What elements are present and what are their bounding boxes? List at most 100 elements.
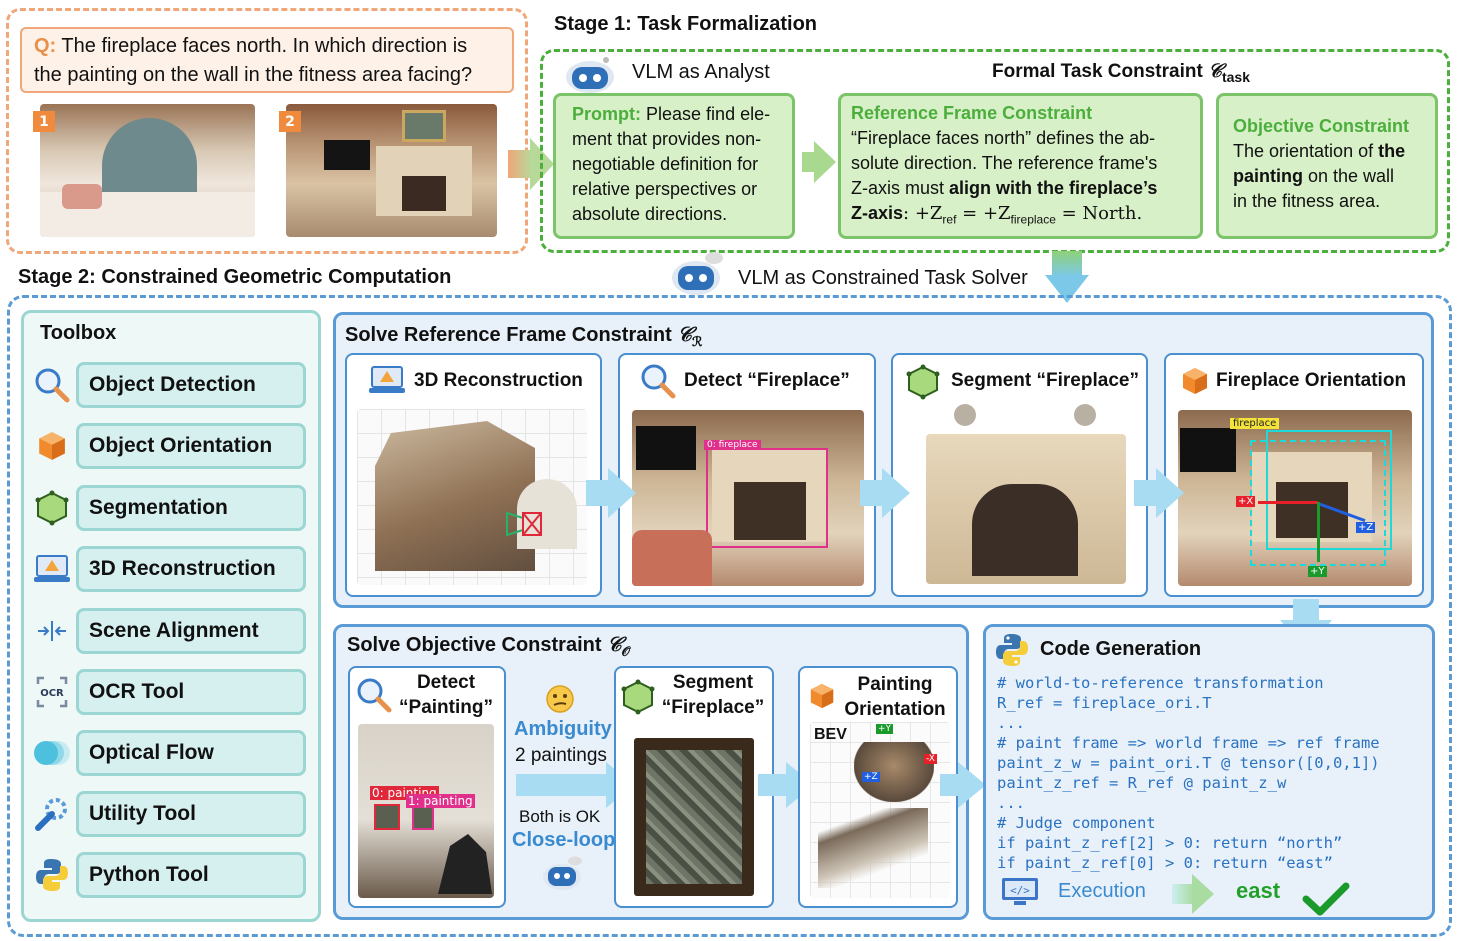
checkmark-icon: [1302, 882, 1350, 916]
analyst-label: VLM as Analyst: [632, 61, 770, 83]
tool-segmentation[interactable]: Segmentation: [76, 485, 306, 531]
painting-canvas: [646, 750, 742, 884]
step-fireplace-orientation-label: Fireplace Orientation: [1216, 370, 1407, 391]
reference-constraint-box: [838, 93, 1203, 239]
flow-arrow-1-head: [608, 468, 636, 518]
obj-detect-image: 0: painting 1: painting: [358, 724, 494, 898]
orientation-tag: fireplace: [1230, 418, 1280, 429]
detect-fireplace-tag: 0: fireplace: [704, 440, 761, 450]
question-text: Q: The fireplace faces north. In which d…: [34, 32, 509, 90]
svg-text:</>: </>: [1010, 884, 1030, 897]
formal-constraint-title: Formal Task Constraint 𝒞task: [992, 60, 1250, 85]
axis-y-label: +Y: [1308, 566, 1327, 577]
execution-arrow: [1172, 884, 1194, 904]
both-ok-label: Both is OK: [519, 807, 601, 826]
code-comment-line: # world-to-reference transformation: [997, 674, 1324, 692]
objective-constraint-box: [1216, 93, 1438, 239]
execution-icon: </>: [1000, 876, 1040, 908]
stage1-title: Stage 1: Task Formalization: [554, 13, 818, 35]
close-loop-robot-icon: [540, 856, 584, 892]
flow-circles-icon: [32, 734, 72, 772]
robot-icon: [562, 55, 618, 95]
axis-y-line: [1317, 502, 1320, 562]
code-comment-line: # paint frame => world frame => ref fram…: [997, 734, 1380, 752]
magnifier-icon: [640, 363, 676, 399]
obj-segment-cube-icon: [620, 679, 656, 715]
bev-pointcloud-bottom: [818, 808, 928, 888]
execution-label: Execution: [1058, 880, 1146, 902]
room-image-2-firebox: [402, 176, 446, 211]
flow-arrow-1: [586, 480, 610, 506]
obj-segment-image: [634, 738, 754, 896]
stage2-panel: [7, 295, 1452, 937]
bev-axis-x: -X: [924, 754, 937, 764]
room-image-2-painting: [402, 110, 446, 142]
painting-0: [374, 804, 400, 830]
obj-arrow-3: [940, 774, 960, 796]
tool-utility-tool[interactable]: Utility Tool: [76, 791, 306, 837]
step-detect-fireplace-label: Detect “Fireplace”: [684, 370, 850, 391]
axis-x-label: +X: [1236, 496, 1256, 507]
tool-label: Object Orientation: [89, 434, 273, 457]
code-panel: [983, 624, 1435, 920]
tool-python-tool[interactable]: Python Tool: [76, 852, 306, 898]
code-line: if paint_z_ref[2] > 0: return “north”: [997, 834, 1343, 852]
prompt-box: [553, 93, 795, 239]
align-arrows-icon: [32, 612, 72, 650]
execution-arrow-head: [1192, 874, 1214, 914]
question-panel: [6, 8, 528, 254]
formal-sub: task: [1221, 68, 1250, 85]
ambiguity-label: Ambiguity: [514, 718, 612, 740]
code-line: if paint_z_ref[0] > 0: return “east”: [997, 854, 1333, 872]
detect-tv: [636, 426, 696, 470]
bev-axis-z: +Z: [862, 772, 880, 782]
reference-constraint-text: Reference Frame Constraint “Fireplace fa…: [851, 103, 1158, 227]
flow-arrow-2: [860, 480, 884, 506]
python-icon: [994, 632, 1030, 668]
stage1-panel: [540, 49, 1450, 253]
image-badge-2: 2: [279, 111, 301, 132]
tool-ocr-tool[interactable]: OCR Tool: [76, 669, 306, 715]
obj-magnifier-icon: [356, 677, 392, 713]
axis-z-label: +Z: [1356, 522, 1376, 533]
tool-label: 3D Reconstruction: [89, 557, 276, 580]
bev-axis-y: +Y: [876, 724, 894, 734]
segment-vase-right: [1074, 404, 1096, 426]
flow-arrow-3: [1134, 480, 1158, 506]
bev-image: BEV +Y -X +Z: [810, 722, 950, 898]
orientation-3d-box-back: [1266, 430, 1392, 550]
obj-orientation-label: Painting Orientation: [844, 674, 946, 720]
orientation-image: fireplace +X +Z +Y: [1178, 410, 1412, 586]
detect-chair: [632, 530, 712, 586]
magnifier-icon: [32, 366, 72, 404]
prompt-text: Prompt: Please find ele- ment that provi…: [572, 104, 771, 224]
detect-fireplace-image: 0: fireplace: [632, 410, 864, 586]
camera-frustum-icon: [506, 511, 542, 537]
tool-scene-alignment[interactable]: Scene Alignment: [76, 608, 306, 654]
tool-label: Scene Alignment: [89, 619, 259, 642]
result-label: east: [1236, 878, 1281, 903]
tool-label: Python Tool: [89, 863, 209, 886]
tool-optical-flow[interactable]: Optical Flow: [76, 730, 306, 776]
code-title: Code Generation: [1040, 638, 1202, 660]
cube-icon: [32, 427, 72, 465]
gym-equipment: [438, 834, 492, 894]
painting-tag-1: 1: painting: [406, 794, 475, 808]
down-arrow: [1052, 251, 1082, 277]
code-line: ...: [997, 714, 1025, 732]
segment-fireplace-image: [910, 404, 1140, 586]
tool-3d-reconstruction[interactable]: 3D Reconstruction: [76, 546, 306, 592]
question-box: [20, 27, 514, 93]
two-paintings-label: 2 paintings: [515, 745, 607, 766]
segment-cube-icon: [905, 364, 941, 400]
tool-object-orientation[interactable]: Object Orientation: [76, 423, 306, 469]
tool-label: Segmentation: [89, 496, 228, 519]
toolbox-title: Toolbox: [40, 322, 117, 344]
tool-object-detection[interactable]: Object Detection: [76, 362, 306, 408]
laptop-3d-icon: [32, 550, 72, 588]
obj-arrow-2: [758, 774, 788, 796]
solver-robot-icon: [668, 252, 724, 298]
reference-solve-title: Solve Reference Frame Constraint 𝒞ℛ: [345, 322, 703, 349]
prompt-arrow: [802, 152, 816, 172]
